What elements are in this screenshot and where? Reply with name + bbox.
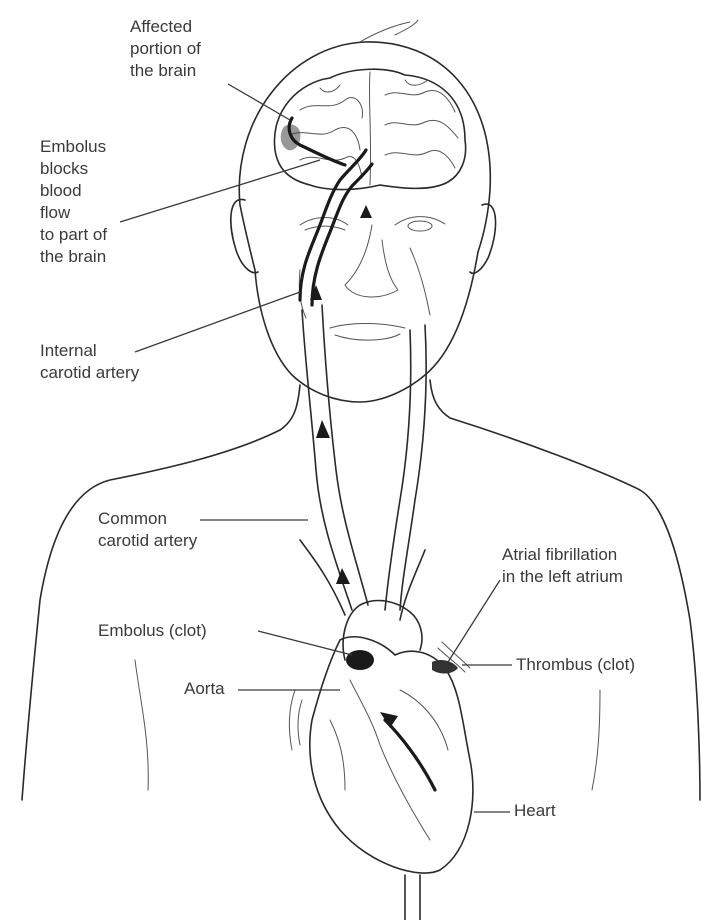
label-thrombus-clot: Thrombus (clot) <box>516 654 635 676</box>
left-ear <box>231 199 258 272</box>
leader-internal-carotid <box>135 292 300 352</box>
head-outline <box>239 42 490 402</box>
nose <box>345 225 398 297</box>
torso-left <box>22 430 280 800</box>
mouth <box>330 324 405 329</box>
leader-affected <box>228 84 290 120</box>
common-carotid-artery <box>302 310 352 610</box>
label-internal-carotid: Internal carotid artery <box>40 340 139 384</box>
label-embolus-blocks: Embolus blocks blood flow to part of the… <box>40 136 107 268</box>
label-atrial-fibrillation: Atrial fibrillation in the left atrium <box>502 544 623 588</box>
neck-right <box>430 380 450 418</box>
label-affected-portion: Affected portion of the brain <box>130 16 201 82</box>
embolus-clot <box>346 650 374 670</box>
leader-embolus-blocks <box>120 160 320 222</box>
torso-right <box>450 418 700 800</box>
label-common-carotid: Common carotid artery <box>98 508 197 552</box>
label-heart: Heart <box>514 800 556 822</box>
neck-left <box>280 385 300 430</box>
label-embolus-clot: Embolus (clot) <box>98 620 207 642</box>
leader-atrial-fib <box>448 580 500 662</box>
label-aorta: Aorta <box>184 678 225 700</box>
